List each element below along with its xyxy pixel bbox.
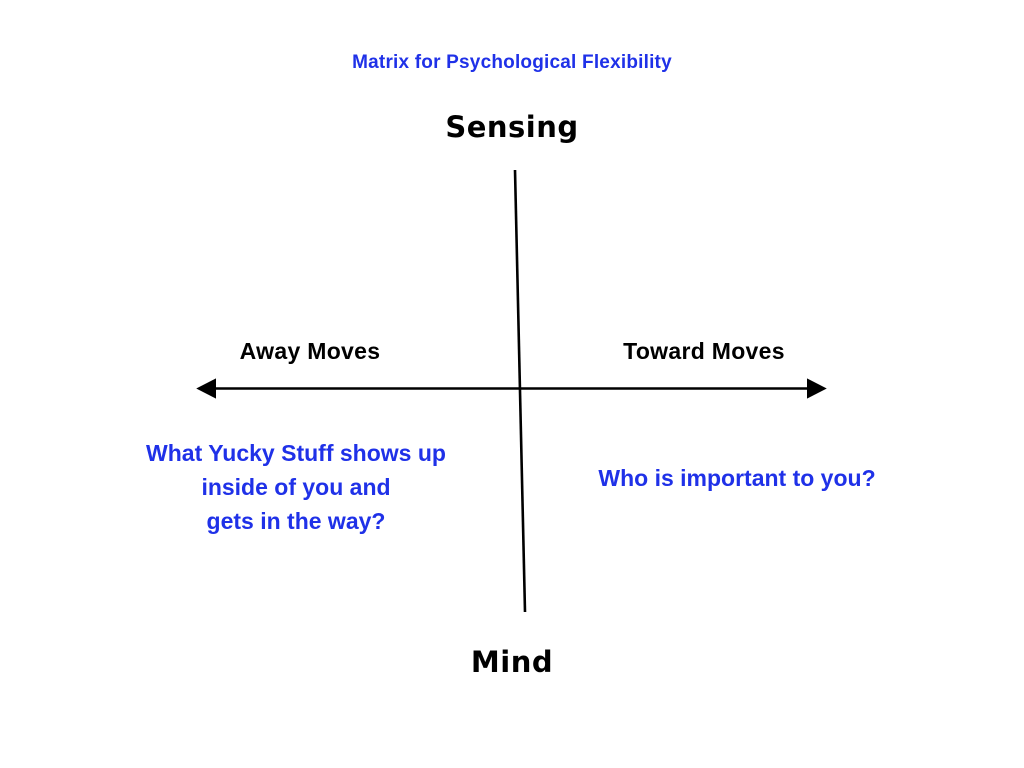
prompt-toward-moves: Who is important to you? <box>556 461 918 495</box>
vertical-axis-line <box>513 169 527 613</box>
axis-pole-label-mind: Mind <box>470 645 554 679</box>
axis-label-away-moves: Away Moves <box>239 338 381 364</box>
page-title: Matrix for Psychological Flexibility <box>352 52 672 73</box>
prompt-away-line-1: What Yucky Stuff shows up <box>146 440 446 466</box>
prompt-away-moves: What Yucky Stuff shows up inside of you … <box>96 436 496 538</box>
prompt-away-line-3: gets in the way? <box>206 508 386 534</box>
prompt-toward-line-1: Who is important to you? <box>598 465 876 491</box>
prompt-away-line-2: inside of you and <box>201 474 391 500</box>
axis-pole-label-sensing: Sensing <box>445 110 579 144</box>
axis-label-toward-moves: Toward Moves <box>623 338 785 364</box>
